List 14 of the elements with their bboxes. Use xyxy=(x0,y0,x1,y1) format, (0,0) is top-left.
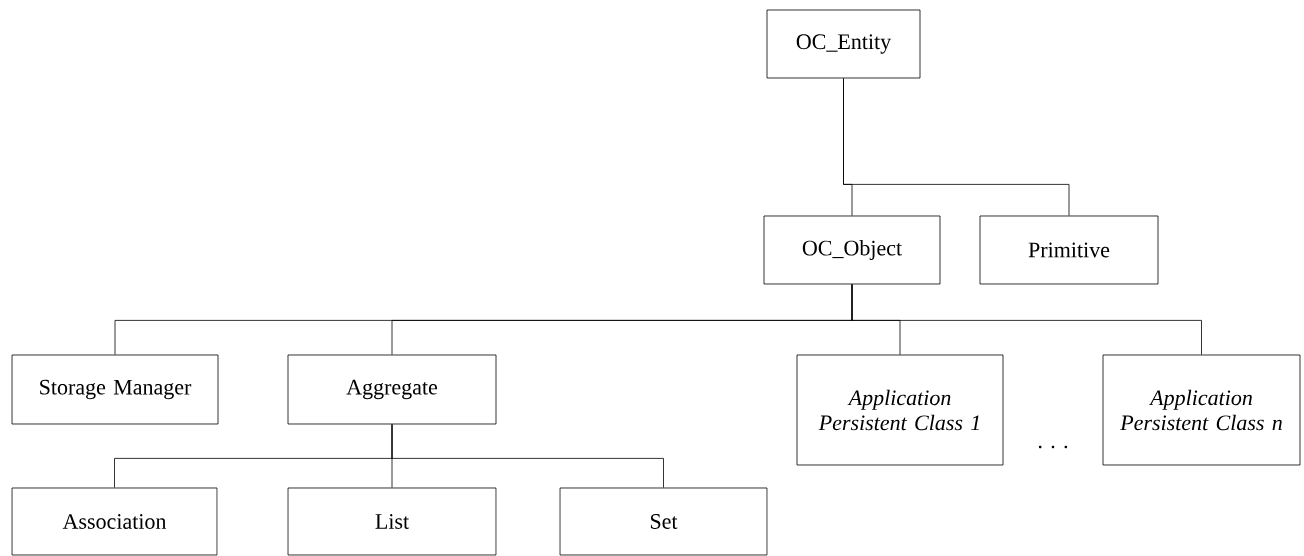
class-box: List xyxy=(287,487,497,556)
class-box: Application Persistent Class n xyxy=(1102,354,1301,466)
class-box: Association xyxy=(11,487,218,556)
class-box: OC_Object xyxy=(763,215,941,285)
class-box: Aggregate xyxy=(287,354,497,425)
connector-line xyxy=(843,78,1070,216)
class-box: Application Persistent Class 1 xyxy=(796,354,1004,466)
class-box: Primitive xyxy=(979,215,1159,285)
connector-line xyxy=(391,424,664,488)
class-box: Set xyxy=(559,487,768,556)
class-box: Storage Manager xyxy=(11,354,219,425)
class-box: OC_Entity xyxy=(766,9,921,79)
connector-line xyxy=(851,284,1202,355)
ellipsis: · · · xyxy=(1038,445,1068,449)
